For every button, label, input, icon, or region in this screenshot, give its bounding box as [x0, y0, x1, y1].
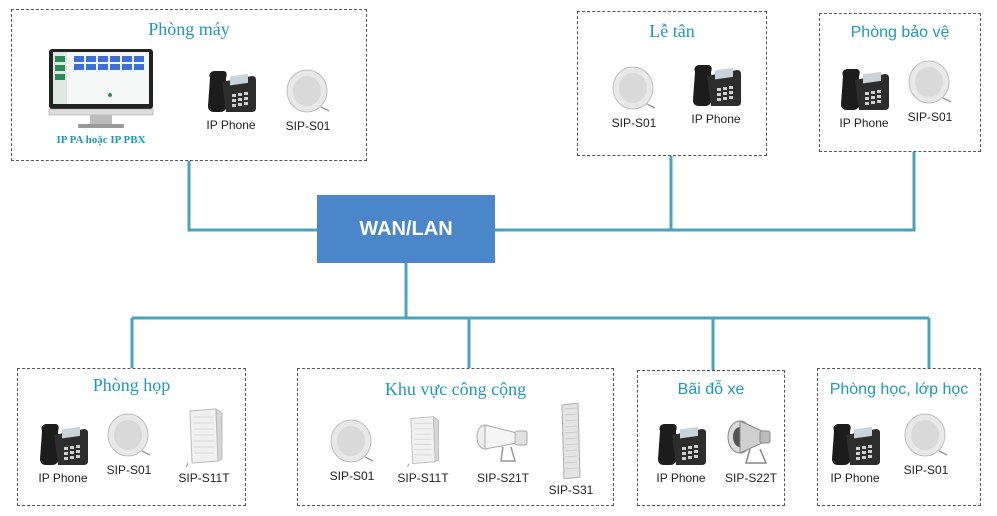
zone-title: Khu vực công cộng — [384, 379, 527, 399]
device-ceiling-speaker: SIP-S01 — [103, 411, 155, 477]
device-ceiling-speaker: SIP-S01 — [282, 67, 334, 133]
device-ceiling-speaker: SIP-S01 — [904, 58, 956, 124]
device-label: IP Phone — [830, 471, 880, 485]
ceiling-speaker-icon — [286, 69, 330, 113]
ceiling-speaker-icon — [330, 419, 374, 463]
device-label: SIP-S21T — [476, 471, 530, 485]
device-label: IP Phone — [656, 471, 706, 485]
device-label: IP PA hoặc IP PBX — [56, 134, 146, 146]
device-column-speaker: SIP-S31 — [548, 403, 594, 497]
zone-title: Phòng học, lớp học — [829, 381, 969, 398]
ip-phone-icon — [40, 424, 88, 465]
device-label: SIP-S01 — [106, 463, 152, 477]
horn-speaker-icon — [476, 424, 528, 462]
zone-server-room: Phòng máy IP PA hoặc IP PBX IP Ph — [11, 9, 367, 161]
device-ceiling-speaker: SIP-S01 — [608, 64, 660, 130]
zone-title: Phòng họp — [92, 375, 171, 395]
device-horn-speaker: SIP-S21T — [472, 421, 534, 485]
device-label: SIP-S01 — [285, 119, 331, 133]
device-label: IP Phone — [38, 471, 88, 485]
device-phone: IP Phone — [834, 66, 894, 130]
device-label: IP Phone — [691, 112, 741, 126]
ip-phone-icon — [208, 71, 256, 112]
device-phone: IP Phone — [201, 68, 261, 132]
device-label: IP Phone — [839, 116, 889, 130]
wall-speaker-icon — [185, 408, 223, 467]
wall-speaker-icon — [407, 415, 440, 467]
zone-parking: Bãi đỗ xe IP Phone SIP-S22T — [637, 370, 785, 506]
zone-title: Phòng máy — [148, 19, 230, 39]
zone-title: Phòng bảo vệ — [850, 24, 950, 41]
device-label: IP Phone — [206, 118, 256, 132]
ceiling-speaker-icon — [107, 413, 151, 457]
computer-icon — [48, 49, 154, 128]
device-phone: IP Phone — [650, 421, 712, 485]
device-horn-speaker: SIP-S22T — [720, 419, 782, 485]
device-ceiling-speaker: SIP-S01 — [326, 417, 378, 483]
ip-phone-icon — [841, 69, 889, 110]
device-label: SIP-S31 — [548, 483, 594, 497]
device-phone: IP Phone — [32, 421, 94, 485]
device-phone: IP Phone — [686, 62, 746, 126]
wire-top-left — [187, 161, 317, 232]
device-label: SIP-S11T — [397, 471, 449, 485]
device-label: SIP-S01 — [903, 463, 949, 477]
device-label: SIP-S22T — [724, 471, 778, 485]
zone-public-area: Khu vực công cộng SIP-S01 SIP-S11T SIP-S… — [297, 368, 614, 506]
device-wall-speaker: SIP-S11T — [393, 415, 453, 485]
zone-reception: Lễ tân SIP-S01 IP Phone — [577, 11, 767, 156]
device-label: SIP-S01 — [329, 469, 375, 483]
column-speaker-icon — [561, 403, 581, 479]
ip-phone-icon — [832, 424, 880, 465]
ceiling-speaker-icon — [612, 66, 656, 110]
device-label: SIP-S01 — [611, 116, 657, 130]
device-label: SIP-S11T — [178, 471, 230, 485]
zone-title: Lễ tân — [649, 21, 695, 41]
device-label: SIP-S01 — [907, 110, 953, 124]
horn-speaker-icon — [727, 420, 771, 464]
ip-phone-icon — [658, 424, 706, 465]
ceiling-speaker-icon — [908, 60, 952, 104]
zone-classroom: Phòng học, lớp học IP Phone SIP-S01 — [817, 368, 981, 506]
wan-lan-hub: WAN/LAN — [317, 195, 495, 263]
ip-phone-icon — [693, 65, 741, 106]
zone-security-room: Phòng bảo vệ IP Phone SIP-S01 — [819, 13, 981, 152]
device-wall-speaker: SIP-S11T — [174, 407, 234, 485]
wire-top-right — [495, 152, 916, 232]
ceiling-speaker-icon — [904, 413, 948, 457]
zone-title: Bãi đỗ xe — [677, 381, 745, 398]
device-computer: IP PA hoặc IP PBX — [46, 48, 156, 146]
device-phone: IP Phone — [824, 421, 886, 485]
device-ceiling-speaker: SIP-S01 — [900, 411, 952, 477]
zone-meeting-room: Phòng họp IP Phone SIP-S01 SIP-S11T — [17, 368, 246, 506]
hub-label: WAN/LAN — [359, 217, 453, 240]
